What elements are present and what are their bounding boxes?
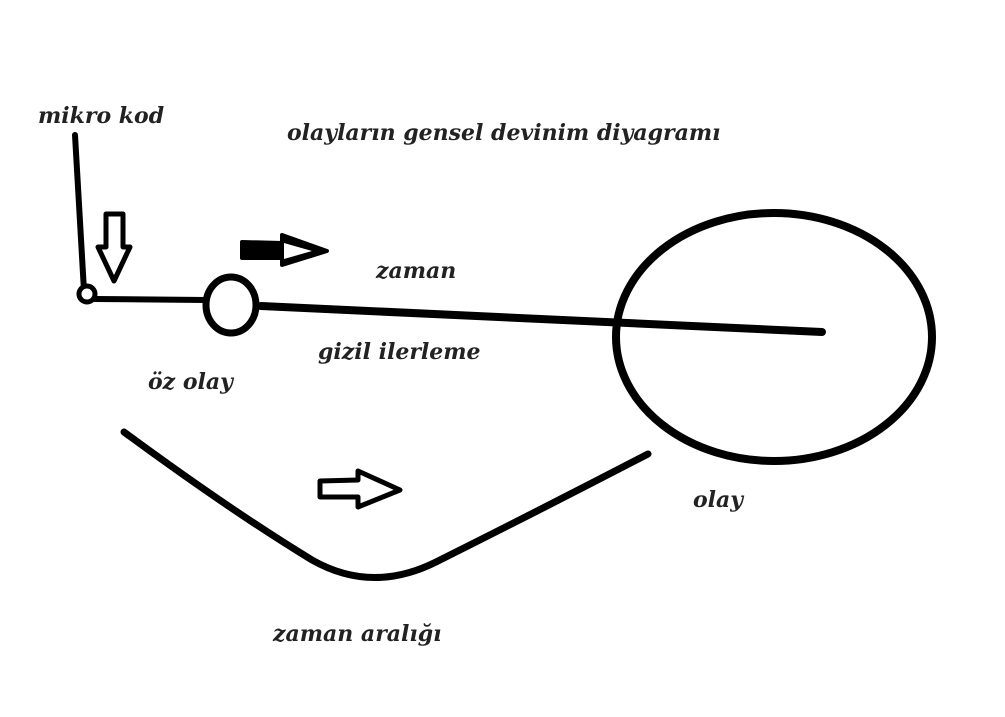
micro-code-node — [76, 283, 98, 305]
time-interval-label: zaman aralığı — [273, 621, 442, 647]
event-label: olay — [693, 487, 744, 513]
time-line — [257, 302, 826, 336]
micro-code-stem — [72, 132, 87, 294]
time-arrow-highlight — [284, 243, 312, 259]
time-interval-curve — [120, 428, 652, 581]
self-event-label: öz olay — [148, 369, 233, 395]
micro-code-label: mikro kod — [38, 103, 165, 129]
interval-arrow-icon — [317, 468, 403, 510]
down-arrow-icon — [95, 211, 133, 284]
micro-to-self-line — [92, 296, 208, 303]
time-label: zaman — [376, 258, 457, 284]
self-event-circle — [202, 273, 260, 337]
event-circle — [612, 209, 936, 465]
diagram-title: olayların gensel devinim diyagramı — [287, 120, 721, 146]
latent-progress-label: gizil ilerleme — [318, 339, 481, 365]
